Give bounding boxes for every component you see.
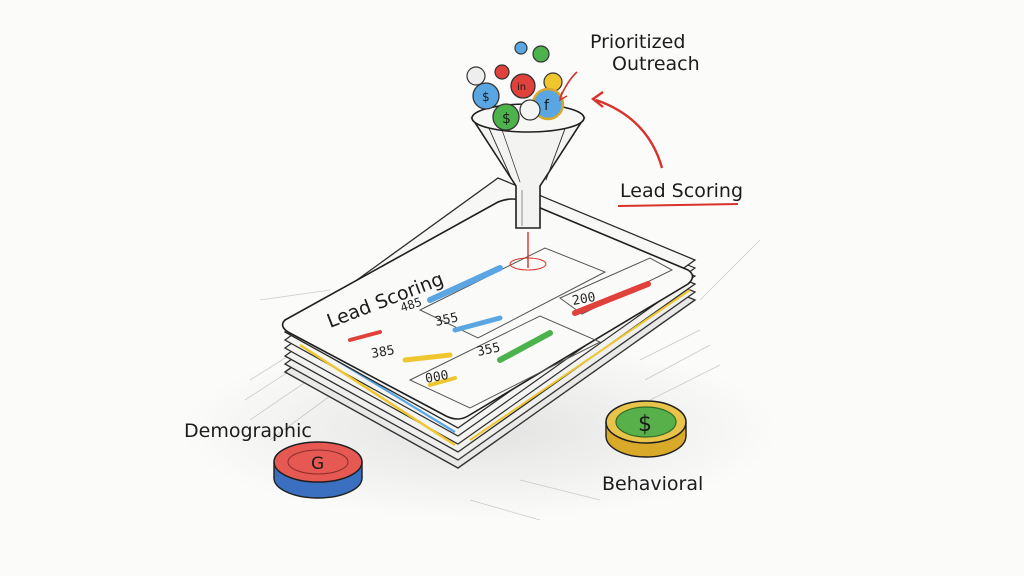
label-behavioral: Behavioral: [602, 473, 703, 495]
arrow-prioritized-head: [558, 91, 568, 102]
coin-blue-top: [514, 41, 528, 55]
coin-green-front: [492, 103, 520, 131]
card-value-000: 000: [424, 368, 450, 387]
demographic-chip-glyph: G: [311, 454, 324, 474]
funnel-coins: $ f $ in: [466, 41, 565, 131]
card-edge-yellow-right: [469, 289, 691, 441]
card-edge-yellow: [299, 343, 456, 447]
bar-red-small: [348, 330, 382, 342]
coin-glyph-in: in: [517, 82, 526, 93]
card-value-200: 200: [571, 290, 597, 309]
coin-red-large: [510, 73, 536, 99]
card-stack: [281, 177, 697, 469]
behavioral-chip-glyph: $: [638, 412, 652, 437]
coin-blue-large: [472, 82, 500, 110]
card-value-355: 355: [434, 310, 460, 330]
arrow-prioritized: [559, 71, 578, 99]
label-prioritized-line2: Outreach: [612, 53, 700, 75]
coin-green-top: [532, 45, 550, 63]
bar-yellow-small: [428, 376, 457, 387]
bar-green: [497, 330, 553, 363]
card-panel-right: [559, 257, 674, 315]
arrow-lead-scoring: [595, 98, 664, 169]
coin-red-small: [494, 64, 510, 80]
coin-grey: [466, 66, 486, 86]
coin-glyph-dollar-2: $: [482, 90, 490, 104]
score-bars: [348, 265, 651, 387]
card-value-385: 385: [370, 343, 396, 362]
label-prioritized-line1: Prioritized: [590, 31, 685, 53]
bar-blue: [427, 265, 503, 303]
label-demographic: Demographic: [184, 420, 312, 442]
bar-blue-2: [452, 315, 503, 333]
label-lead-scoring: Lead Scoring: [620, 180, 743, 202]
coin-glyph-f: f: [544, 98, 550, 114]
funnel-target-ring: [509, 257, 547, 271]
bar-red: [572, 281, 651, 316]
card-value-355-b: 355: [476, 340, 502, 360]
bar-yellow: [402, 352, 453, 363]
behavioral-chip: [605, 400, 687, 458]
coin-white: [519, 99, 541, 121]
card-value-485: 485: [399, 295, 424, 315]
coin-glyph-dollar: $: [502, 111, 511, 127]
underline-lead-scoring: [617, 203, 739, 207]
arrow-lead-scoring-head: [590, 91, 604, 108]
demographic-chip: [273, 441, 363, 499]
card-panel-bottom: [408, 315, 602, 409]
